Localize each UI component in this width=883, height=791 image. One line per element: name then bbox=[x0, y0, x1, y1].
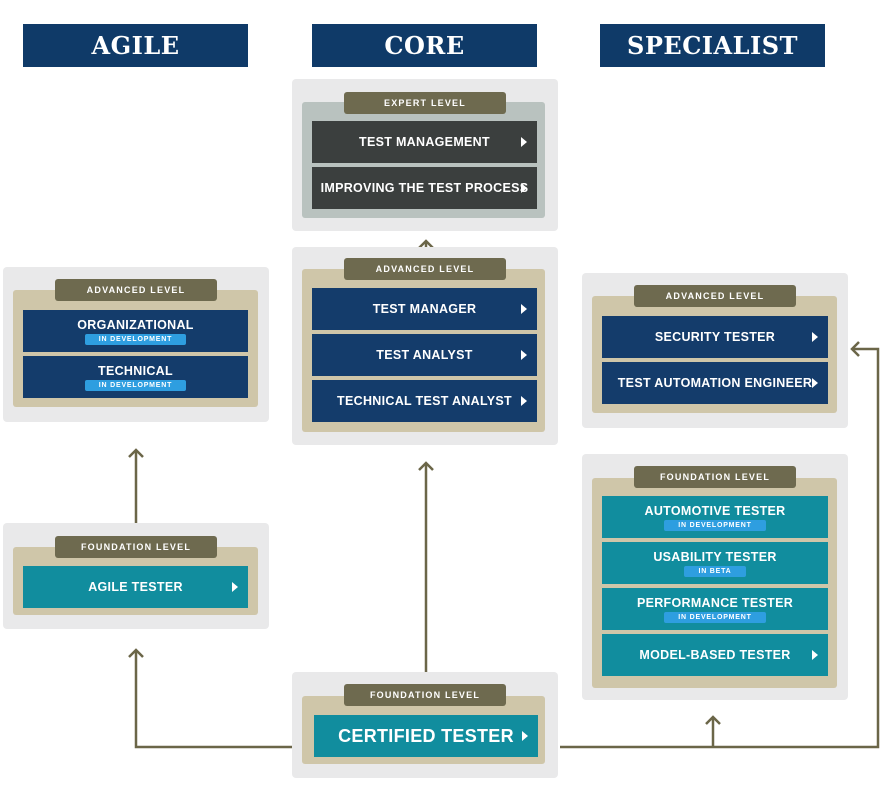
course-test-manager[interactable]: TEST MANAGER bbox=[312, 288, 537, 330]
level-tag-advanced: ADVANCED LEVEL bbox=[344, 258, 506, 280]
level-tag-expert: EXPERT LEVEL bbox=[344, 92, 506, 114]
agile-foundation-panel: FOUNDATION LEVEL AGILE TESTER bbox=[3, 523, 269, 629]
level-tag-foundation: FOUNDATION LEVEL bbox=[55, 536, 217, 558]
level-tag-foundation: FOUNDATION LEVEL bbox=[344, 684, 506, 706]
arrow-up-icon bbox=[128, 448, 144, 458]
chevron-right-icon bbox=[521, 183, 527, 193]
status-badge: IN DEVELOPMENT bbox=[664, 611, 766, 623]
level-tag-advanced: ADVANCED LEVEL bbox=[55, 279, 217, 301]
chevron-right-icon bbox=[812, 332, 818, 342]
chevron-right-icon bbox=[232, 582, 238, 592]
chevron-right-icon bbox=[812, 378, 818, 388]
column-header-specialist: SPECIALIST bbox=[600, 24, 825, 67]
chevron-right-icon bbox=[521, 304, 527, 314]
status-badge: IN BETA bbox=[684, 565, 746, 577]
core-foundation-panel: FOUNDATION LEVEL CERTIFIED TESTER bbox=[292, 672, 558, 778]
arrow-up-icon bbox=[418, 239, 434, 249]
course-security-tester[interactable]: SECURITY TESTER bbox=[602, 316, 828, 358]
specialist-advanced-panel: ADVANCED LEVEL SECURITY TESTER TEST AUTO… bbox=[582, 273, 848, 428]
status-badge: IN DEVELOPMENT bbox=[84, 379, 187, 391]
core-advanced-panel: ADVANCED LEVEL TEST MANAGER TEST ANALYST… bbox=[292, 247, 558, 445]
arrow-up-icon bbox=[418, 461, 434, 471]
chevron-right-icon bbox=[521, 396, 527, 406]
specialist-foundation-panel: FOUNDATION LEVEL AUTOMOTIVE TESTER IN DE… bbox=[582, 454, 848, 700]
status-badge: IN DEVELOPMENT bbox=[84, 333, 187, 345]
agile-advanced-panel: ADVANCED LEVEL ORGANIZATIONAL IN DEVELOP… bbox=[3, 267, 269, 422]
chevron-right-icon bbox=[521, 137, 527, 147]
course-agile-tester[interactable]: AGILE TESTER bbox=[23, 566, 248, 608]
arrow-up-icon bbox=[128, 648, 144, 658]
chevron-right-icon bbox=[522, 731, 528, 741]
course-certified-tester[interactable]: CERTIFIED TESTER bbox=[314, 715, 538, 757]
course-usability-tester[interactable]: USABILITY TESTER IN BETA bbox=[602, 542, 828, 584]
course-test-management[interactable]: TEST MANAGEMENT bbox=[312, 121, 537, 163]
course-automotive-tester[interactable]: AUTOMOTIVE TESTER IN DEVELOPMENT bbox=[602, 496, 828, 538]
connector-certified-to-specialist-advanced bbox=[560, 347, 880, 749]
column-header-agile: AGILE bbox=[23, 24, 248, 67]
course-agile-technical[interactable]: TECHNICAL IN DEVELOPMENT bbox=[23, 356, 248, 398]
connector-certified-to-agile bbox=[134, 650, 294, 749]
course-agile-organizational[interactable]: ORGANIZATIONAL IN DEVELOPMENT bbox=[23, 310, 248, 352]
chevron-right-icon bbox=[521, 350, 527, 360]
course-model-based-tester[interactable]: MODEL-BASED TESTER bbox=[602, 634, 828, 676]
column-header-core: CORE bbox=[312, 24, 537, 67]
course-performance-tester[interactable]: PERFORMANCE TESTER IN DEVELOPMENT bbox=[602, 588, 828, 630]
chevron-right-icon bbox=[812, 650, 818, 660]
level-tag-foundation: FOUNDATION LEVEL bbox=[634, 466, 796, 488]
core-expert-panel: EXPERT LEVEL TEST MANAGEMENT IMPROVING T… bbox=[292, 79, 558, 231]
status-badge: IN DEVELOPMENT bbox=[664, 519, 766, 531]
arrow-left-icon bbox=[850, 341, 860, 357]
course-improving-test-process[interactable]: IMPROVING THE TEST PROCESS bbox=[312, 167, 537, 209]
course-test-automation-engineer[interactable]: TEST AUTOMATION ENGINEER bbox=[602, 362, 828, 404]
course-test-analyst[interactable]: TEST ANALYST bbox=[312, 334, 537, 376]
level-tag-advanced: ADVANCED LEVEL bbox=[634, 285, 796, 307]
course-technical-test-analyst[interactable]: TECHNICAL TEST ANALYST bbox=[312, 380, 537, 422]
arrow-up-icon bbox=[705, 715, 721, 725]
